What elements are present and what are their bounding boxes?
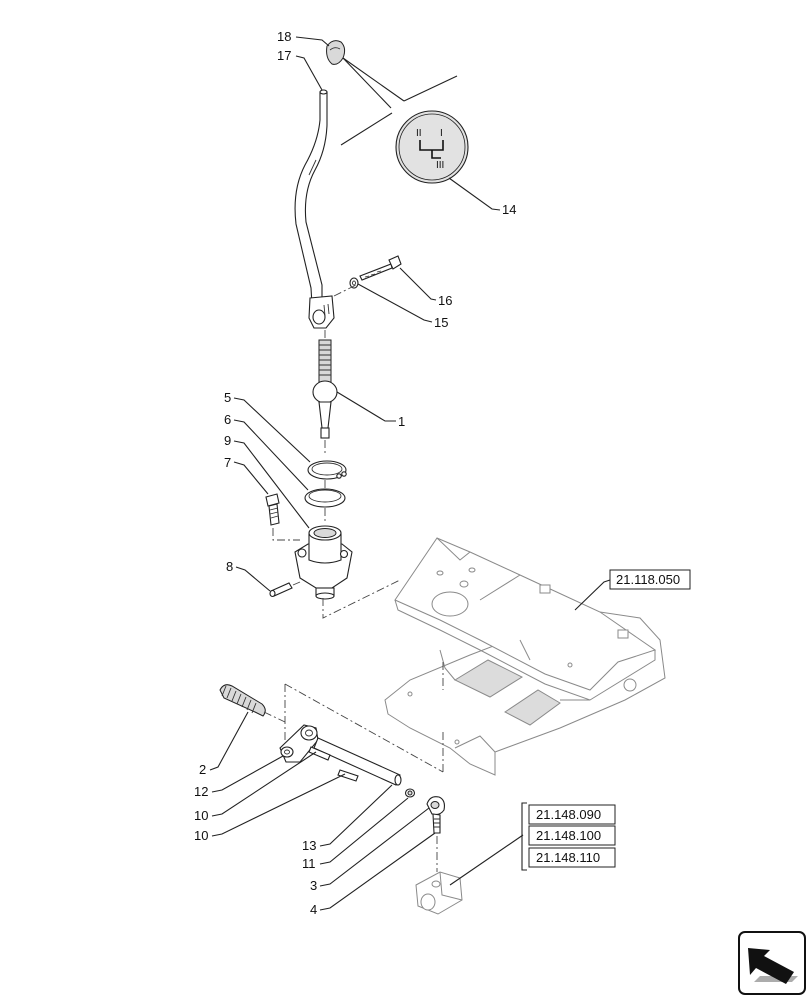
callout-16: 16 (438, 293, 452, 308)
washer-15 (349, 277, 359, 289)
mating-block (415, 871, 463, 915)
callout-18: 18 (277, 29, 291, 44)
callout-1: 1 (398, 414, 405, 429)
shift-pattern-gear-2: II (416, 128, 422, 139)
callout-5: 5 (224, 390, 231, 405)
bushing-11 (404, 788, 416, 798)
callout-12: 12 (194, 784, 208, 799)
navigate-back-arrow-icon[interactable] (738, 931, 806, 995)
callout-4: 4 (310, 902, 317, 917)
callout-6: 6 (224, 412, 231, 427)
callout-10-a: 10 (194, 808, 208, 823)
callout-labels: 18 17 14 16 15 1 5 6 9 7 8 2 12 10 10 13… (194, 29, 516, 917)
ring-6 (304, 488, 346, 508)
lever-arm-12 (279, 724, 319, 763)
gear-lever (294, 89, 335, 329)
shaft-13 (313, 737, 402, 786)
callout-8: 8 (226, 559, 233, 574)
ref-label-21-148-110: 21.148.110 (536, 850, 600, 865)
ref-box-21-118-050[interactable]: 21.118.050 (609, 569, 691, 590)
shift-pattern-gear-1: I (440, 128, 443, 139)
circlip-5 (307, 460, 347, 480)
ref-label-21-148-100: 21.148.100 (536, 828, 601, 843)
pin-10-b (337, 769, 359, 782)
callout-13: 13 (302, 838, 316, 853)
eye-bolt-3-4 (426, 796, 445, 834)
shift-pattern-gear-3: III (436, 160, 444, 171)
bolt-16 (359, 255, 402, 281)
mounting-frame (384, 537, 666, 776)
callout-2: 2 (199, 762, 206, 777)
ref-box-21-148-100[interactable]: 21.148.100 (528, 825, 616, 846)
callout-10-b: 10 (194, 828, 208, 843)
screw-7 (265, 493, 280, 526)
ref-label-21-148-090: 21.148.090 (536, 807, 601, 822)
ref-label-21-118-050: 21.118.050 (616, 572, 680, 587)
ref-box-21-148-110[interactable]: 21.148.110 (528, 847, 616, 868)
lever-knob (326, 40, 346, 65)
callout-3: 3 (310, 878, 317, 893)
callout-7: 7 (224, 455, 231, 470)
pin-10-a (308, 746, 331, 761)
ref-box-21-148-090[interactable]: 21.148.090 (528, 804, 616, 825)
ball-joint-pivot (312, 339, 338, 439)
pivot-housing (294, 525, 353, 600)
callout-17: 17 (277, 48, 291, 63)
shift-pattern-decal: II I III (395, 110, 469, 184)
spring-2 (219, 684, 266, 717)
callout-15: 15 (434, 315, 448, 330)
callout-14: 14 (502, 202, 516, 217)
pin-8 (269, 582, 293, 598)
leader-lines (209, 36, 611, 911)
callout-11: 11 (302, 856, 316, 871)
callout-9: 9 (224, 433, 231, 448)
